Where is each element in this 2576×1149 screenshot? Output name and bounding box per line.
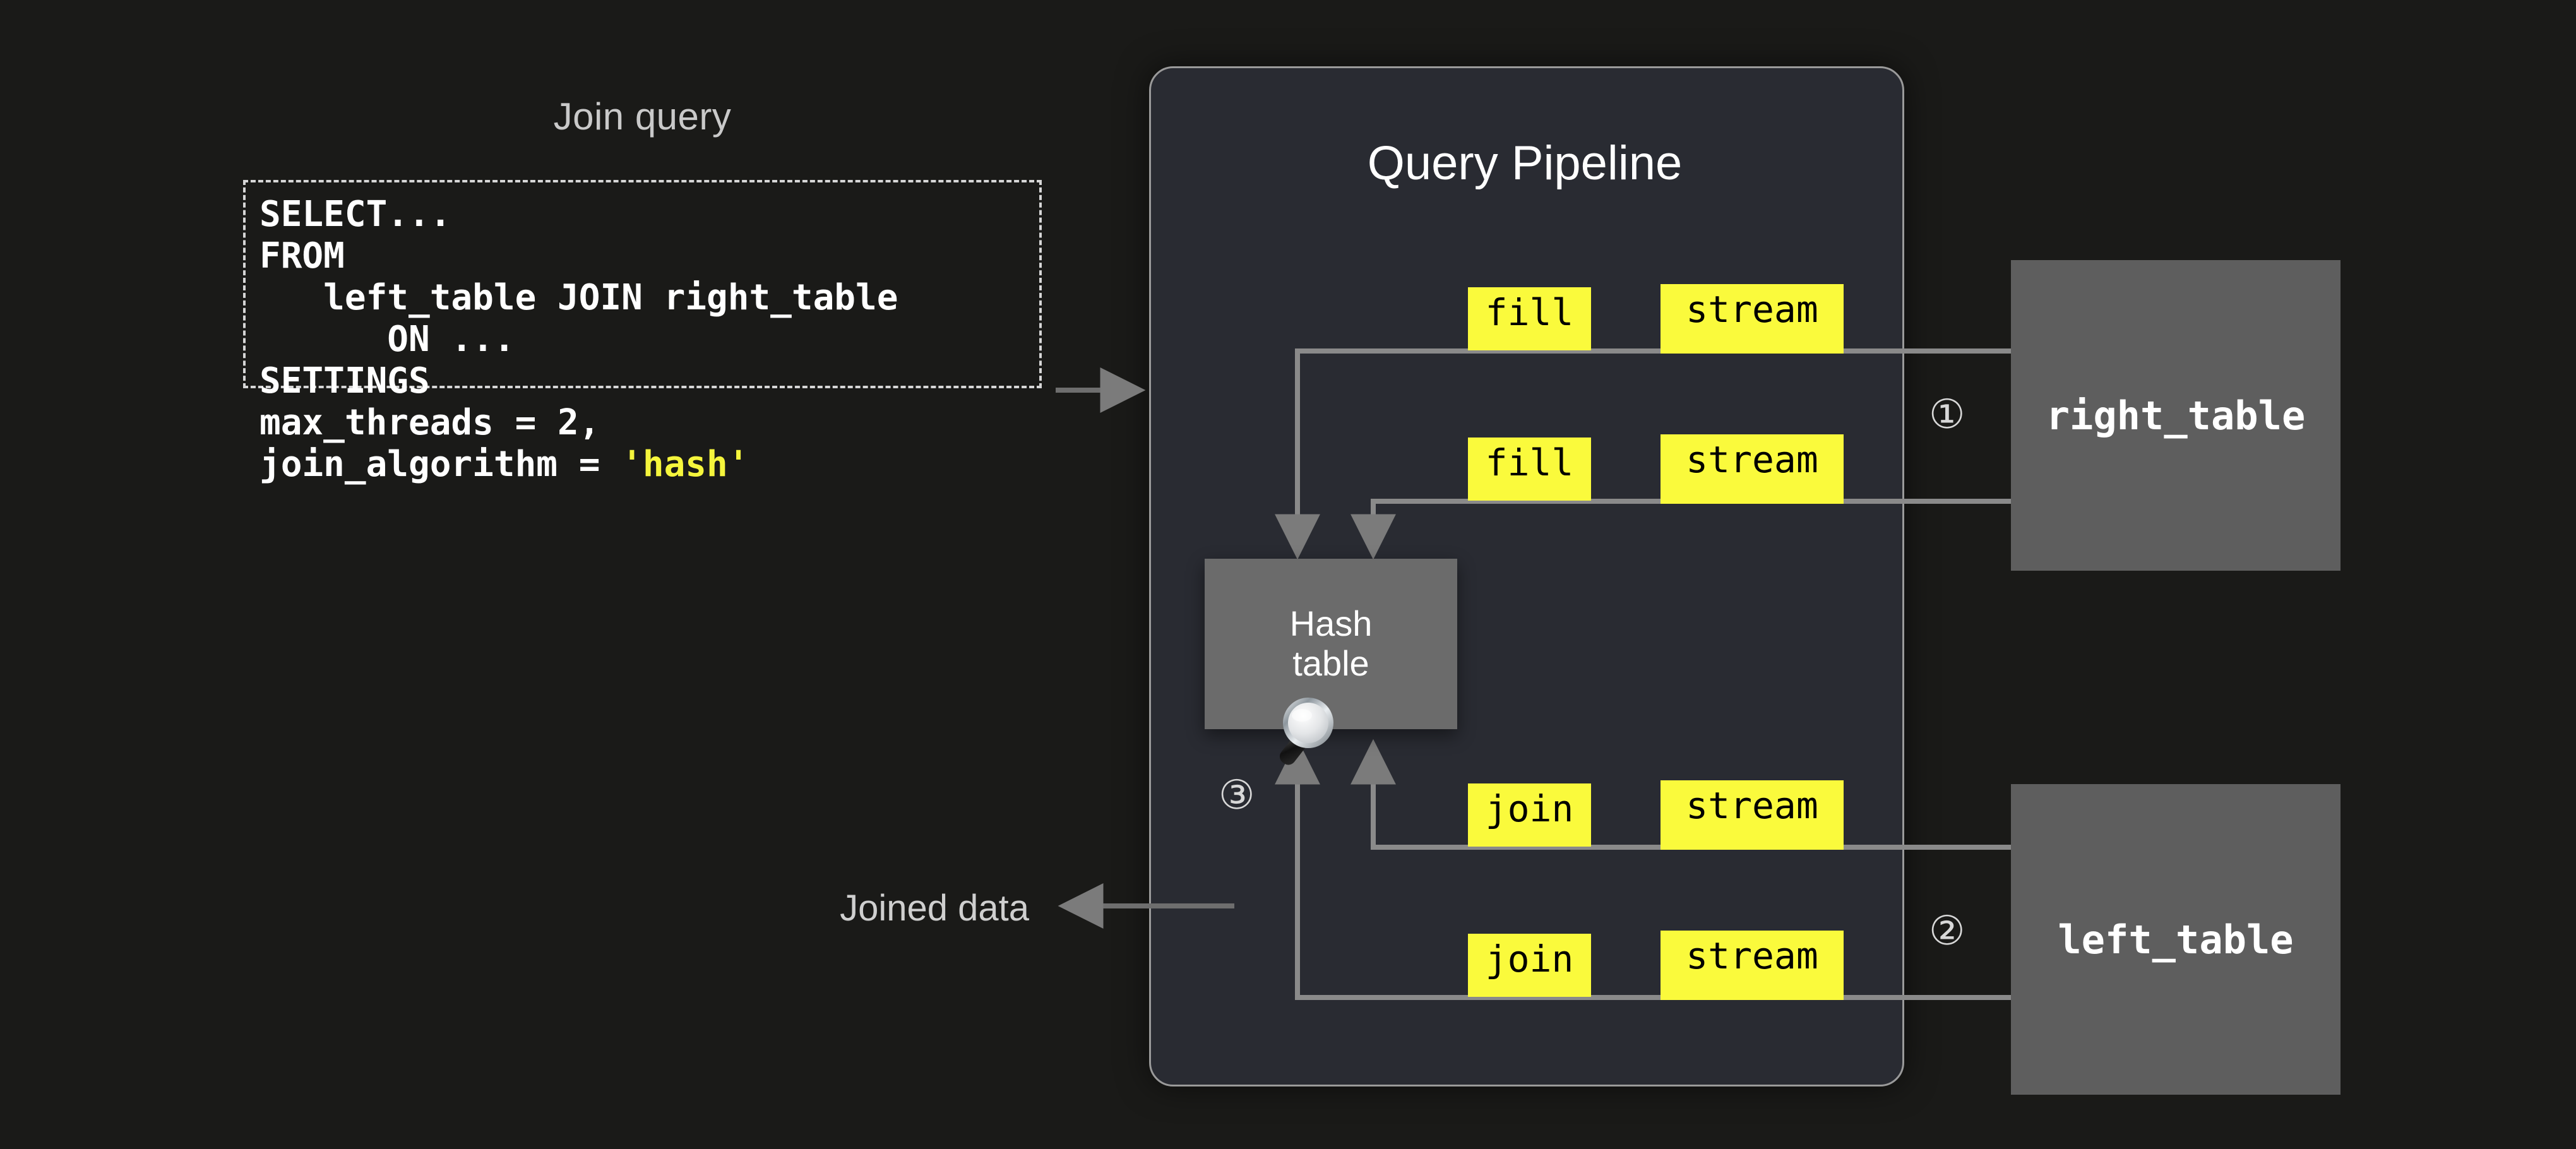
chip-join-probe-2[interactable]: join	[1468, 934, 1591, 997]
query-line-2: left_table JOIN right_table	[259, 277, 898, 319]
query-line-3: ON ...	[259, 319, 515, 360]
query-string-literal: 'hash'	[621, 444, 749, 485]
magnifier-icon	[1279, 698, 1333, 765]
source-table-left[interactable]: left_table	[2011, 784, 2340, 1095]
chip-stream-build-1[interactable]: stream	[1661, 284, 1844, 354]
source-table-right-label: right_table	[2046, 392, 2306, 439]
hash-table-label-line2: table	[1292, 643, 1369, 683]
join-query-title: Join query	[553, 95, 732, 138]
chip-stream-probe-2[interactable]: stream	[1661, 931, 1844, 1000]
step-badge-two: ②	[1929, 908, 1965, 955]
query-line-6: join_algorithm =	[259, 444, 622, 485]
query-pipeline-title: Query Pipeline	[1367, 136, 1683, 190]
step-badge-one: ①	[1929, 391, 1965, 438]
chip-fill-build-2[interactable]: fill	[1468, 438, 1591, 501]
query-line-4: SETTINGS	[259, 360, 430, 402]
hash-table-label-line1: Hash	[1289, 604, 1373, 644]
query-line-0: SELECT...	[259, 194, 451, 235]
chip-stream-build-2[interactable]: stream	[1661, 434, 1844, 504]
chip-join-probe-1[interactable]: join	[1468, 783, 1591, 847]
join-query-code-box: SELECT... FROM left_table JOIN right_tab…	[243, 180, 1042, 485]
source-table-right[interactable]: right_table	[2011, 260, 2340, 571]
query-line-5: max_threads = 2,	[259, 402, 600, 444]
joined-data-label: Joined data	[840, 888, 1029, 929]
join-query-code: SELECT... FROM left_table JOIN right_tab…	[259, 194, 1039, 486]
query-line-1: FROM	[259, 235, 345, 277]
source-table-left-label: left_table	[2058, 916, 2294, 963]
chip-fill-build-1[interactable]: fill	[1468, 287, 1591, 350]
chip-stream-probe-1[interactable]: stream	[1661, 780, 1844, 850]
step-badge-three: ③	[1219, 772, 1255, 819]
